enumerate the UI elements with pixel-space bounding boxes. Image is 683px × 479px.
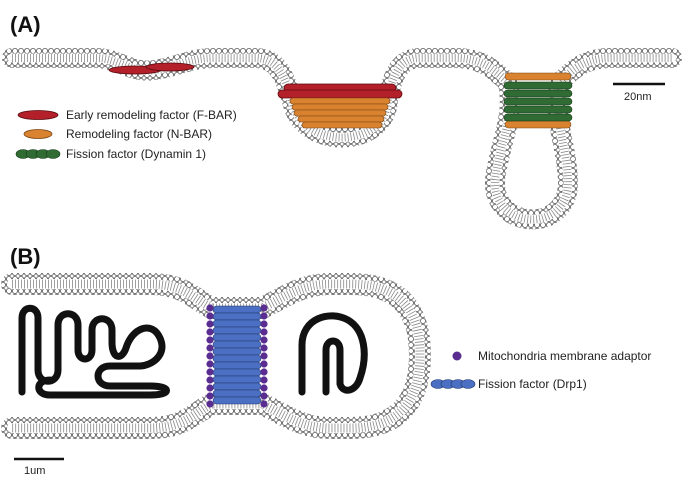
cristae-left — [22, 308, 167, 395]
green-chain-icon — [16, 150, 60, 159]
legend-b-label-drp1: Fission factor (Drp1) — [478, 377, 587, 391]
orange-ellipse-icon — [24, 130, 52, 139]
drp1-constriction — [206, 304, 267, 407]
legend-a-item-dynamin: Fission factor (Dynamin 1) — [16, 147, 206, 161]
blue-chain-icon — [431, 380, 475, 389]
scale-bar-a: 20nm — [613, 84, 665, 103]
legend-a-label-n-bar: Remodeling factor (N-BAR) — [66, 127, 212, 141]
legend-b-label-adaptor: Mitochondria membrane adaptor — [478, 349, 651, 363]
drp1-column — [213, 306, 261, 404]
cristae-right — [302, 316, 364, 392]
adaptor-column-right — [260, 304, 267, 407]
panel-b-label: (B) — [10, 244, 41, 269]
purple-dot-icon — [453, 352, 462, 361]
legend-a: Early remodeling factor (F-BAR) Remodeli… — [16, 108, 237, 161]
panel-b: (B) — [10, 244, 651, 477]
red-ellipse-icon — [18, 111, 58, 120]
legend-b-item-adaptor: Mitochondria membrane adaptor — [453, 349, 652, 363]
legend-a-label-f-bar: Early remodeling factor (F-BAR) — [66, 108, 237, 122]
legend-a-label-dynamin: Fission factor (Dynamin 1) — [66, 147, 206, 161]
legend-b-item-drp1: Fission factor (Drp1) — [431, 377, 587, 391]
scale-bar-a-label: 20nm — [624, 91, 652, 103]
panel-a: (A) — [10, 12, 672, 219]
scale-bar-b: 1um — [14, 459, 64, 477]
adaptor-column-left — [206, 304, 213, 407]
panel-a-label: (A) — [10, 12, 41, 37]
scale-bar-b-label: 1um — [24, 465, 45, 477]
legend-a-item-f-bar: Early remodeling factor (F-BAR) — [18, 108, 237, 122]
legend-b: Mitochondria membrane adaptor Fission fa… — [431, 349, 651, 391]
legend-a-item-n-bar: Remodeling factor (N-BAR) — [24, 127, 212, 141]
